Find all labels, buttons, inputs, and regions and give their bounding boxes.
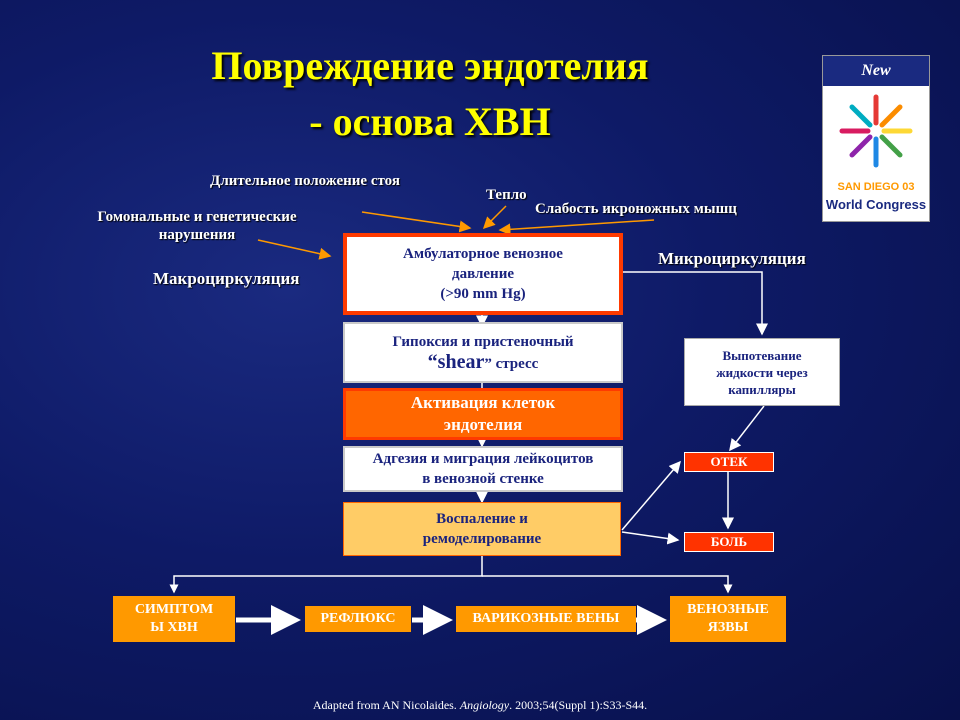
extravasation-line-3: капилляры	[728, 381, 796, 397]
ambulatory-line-3: (>90 mm Hg)	[440, 286, 526, 302]
citation-journal: Angiology	[459, 698, 510, 712]
extravasation-line-2: жидкости через	[716, 364, 808, 380]
label-hormonal-line-1: Гомональные и генетические	[97, 209, 297, 225]
arrow-hormonal	[257, 239, 332, 260]
box-varicose-veins: ВАРИКОЗНЫЕ ВЕНЫ	[456, 606, 636, 632]
box-hypoxia-shear: Гипоксия и пристеночный “shear” стресс	[343, 322, 623, 383]
box-edema: ОТЕК	[684, 452, 774, 472]
slide-title: Повреждение эндотелия - основа ХВН	[150, 38, 710, 150]
symptoms-line-2: Ы ХВН	[150, 620, 198, 635]
label-hormonal: Гомональные и генетические нарушения	[72, 208, 322, 244]
box-inflammation: Воспаление и ремоделирование	[343, 502, 621, 556]
logo-congress: World Congress	[823, 197, 929, 212]
citation-suffix: . 2003;54(Suppl 1):S33-S44.	[509, 698, 648, 712]
logo-congress-line-1: World	[825, 197, 863, 212]
activation-line-2: эндотелия	[443, 415, 523, 434]
label-macrocirculation: Макроциркуляция	[153, 269, 300, 288]
hypoxia-line-2: “shear” стресс	[428, 352, 539, 374]
arrow-micro	[622, 271, 768, 336]
box-endothelial-activation: Активация клеток эндотелия	[343, 388, 623, 440]
adhesion-line-2: в венозной стенке	[422, 471, 544, 487]
ambulatory-line-2: давление	[451, 266, 514, 282]
title-line-1: Повреждение эндотелия	[211, 43, 649, 88]
arrow-to-edema	[729, 405, 765, 452]
symptoms-line-1: СИМПТОМ	[134, 602, 214, 617]
title-line-2: - основа ХВН	[309, 99, 551, 144]
box-venous-ulcers: ВЕНОЗНЫЕ ЯЗВЫ	[670, 596, 786, 642]
logo-new-badge: New	[823, 56, 929, 86]
ulcers-line-1: ВЕНОЗНЫЕ	[687, 602, 769, 617]
box-leukocyte-adhesion: Адгезия и миграция лейкоцитов в венозной…	[343, 446, 623, 492]
arrow-inflam-pain	[621, 531, 680, 545]
label-standing: Длительное положение стоя	[210, 173, 400, 189]
logo-congress-line-2: Congress	[866, 197, 927, 212]
arrow-standing	[361, 211, 472, 233]
extravasation-line-1: Выпотевание	[722, 347, 802, 363]
arrow-heat	[482, 205, 507, 230]
box-ambulatory-pressure: Амбулаторное венозное давление (>90 mm H…	[343, 233, 623, 315]
ambulatory-line-1: Амбулаторное венозное	[403, 246, 563, 262]
box-pain: БОЛЬ	[684, 532, 774, 552]
arrow-inflam-edema	[621, 460, 681, 531]
label-heat: Тепло	[486, 187, 527, 203]
arrow-distribution-right	[482, 575, 733, 594]
citation-prefix: Adapted from AN Nicolaides.	[312, 698, 460, 712]
sunburst-icon	[839, 94, 913, 168]
hypoxia-line-1: Гипоксия и пристеночный	[392, 333, 574, 350]
adhesion-line-1: Адгезия и миграция лейкоцитов	[372, 451, 594, 467]
hypoxia-shear: “shear	[427, 350, 485, 373]
label-hormonal-line-2: нарушения	[158, 227, 236, 243]
activation-line-1: Активация клеток	[410, 393, 556, 412]
world-congress-logo: New SAN DIEGO 03 World Congress	[822, 55, 930, 222]
inflammation-line-2: ремоделирование	[422, 531, 542, 547]
logo-city: SAN DIEGO 03	[837, 181, 915, 193]
box-cvi-symptoms: СИМПТОМ Ы ХВН	[113, 596, 235, 642]
label-microcirculation: Микроциркуляция	[658, 249, 806, 268]
ulcers-line-2: ЯЗВЫ	[707, 620, 749, 635]
arrow-calf	[498, 219, 655, 236]
citation: Adapted from AN Nicolaides. Angiology. 2…	[0, 698, 960, 713]
box-capillary-extravasation: Выпотевание жидкости через капилляры	[684, 338, 840, 406]
label-calf-weakness: Слабость икроножных мышц	[535, 201, 737, 217]
hypoxia-stress: ” стресс	[484, 355, 539, 372]
arrow-distribution	[169, 556, 483, 594]
inflammation-line-1: Воспаление и	[436, 511, 528, 527]
box-reflux: РЕФЛЮКС	[305, 606, 411, 632]
